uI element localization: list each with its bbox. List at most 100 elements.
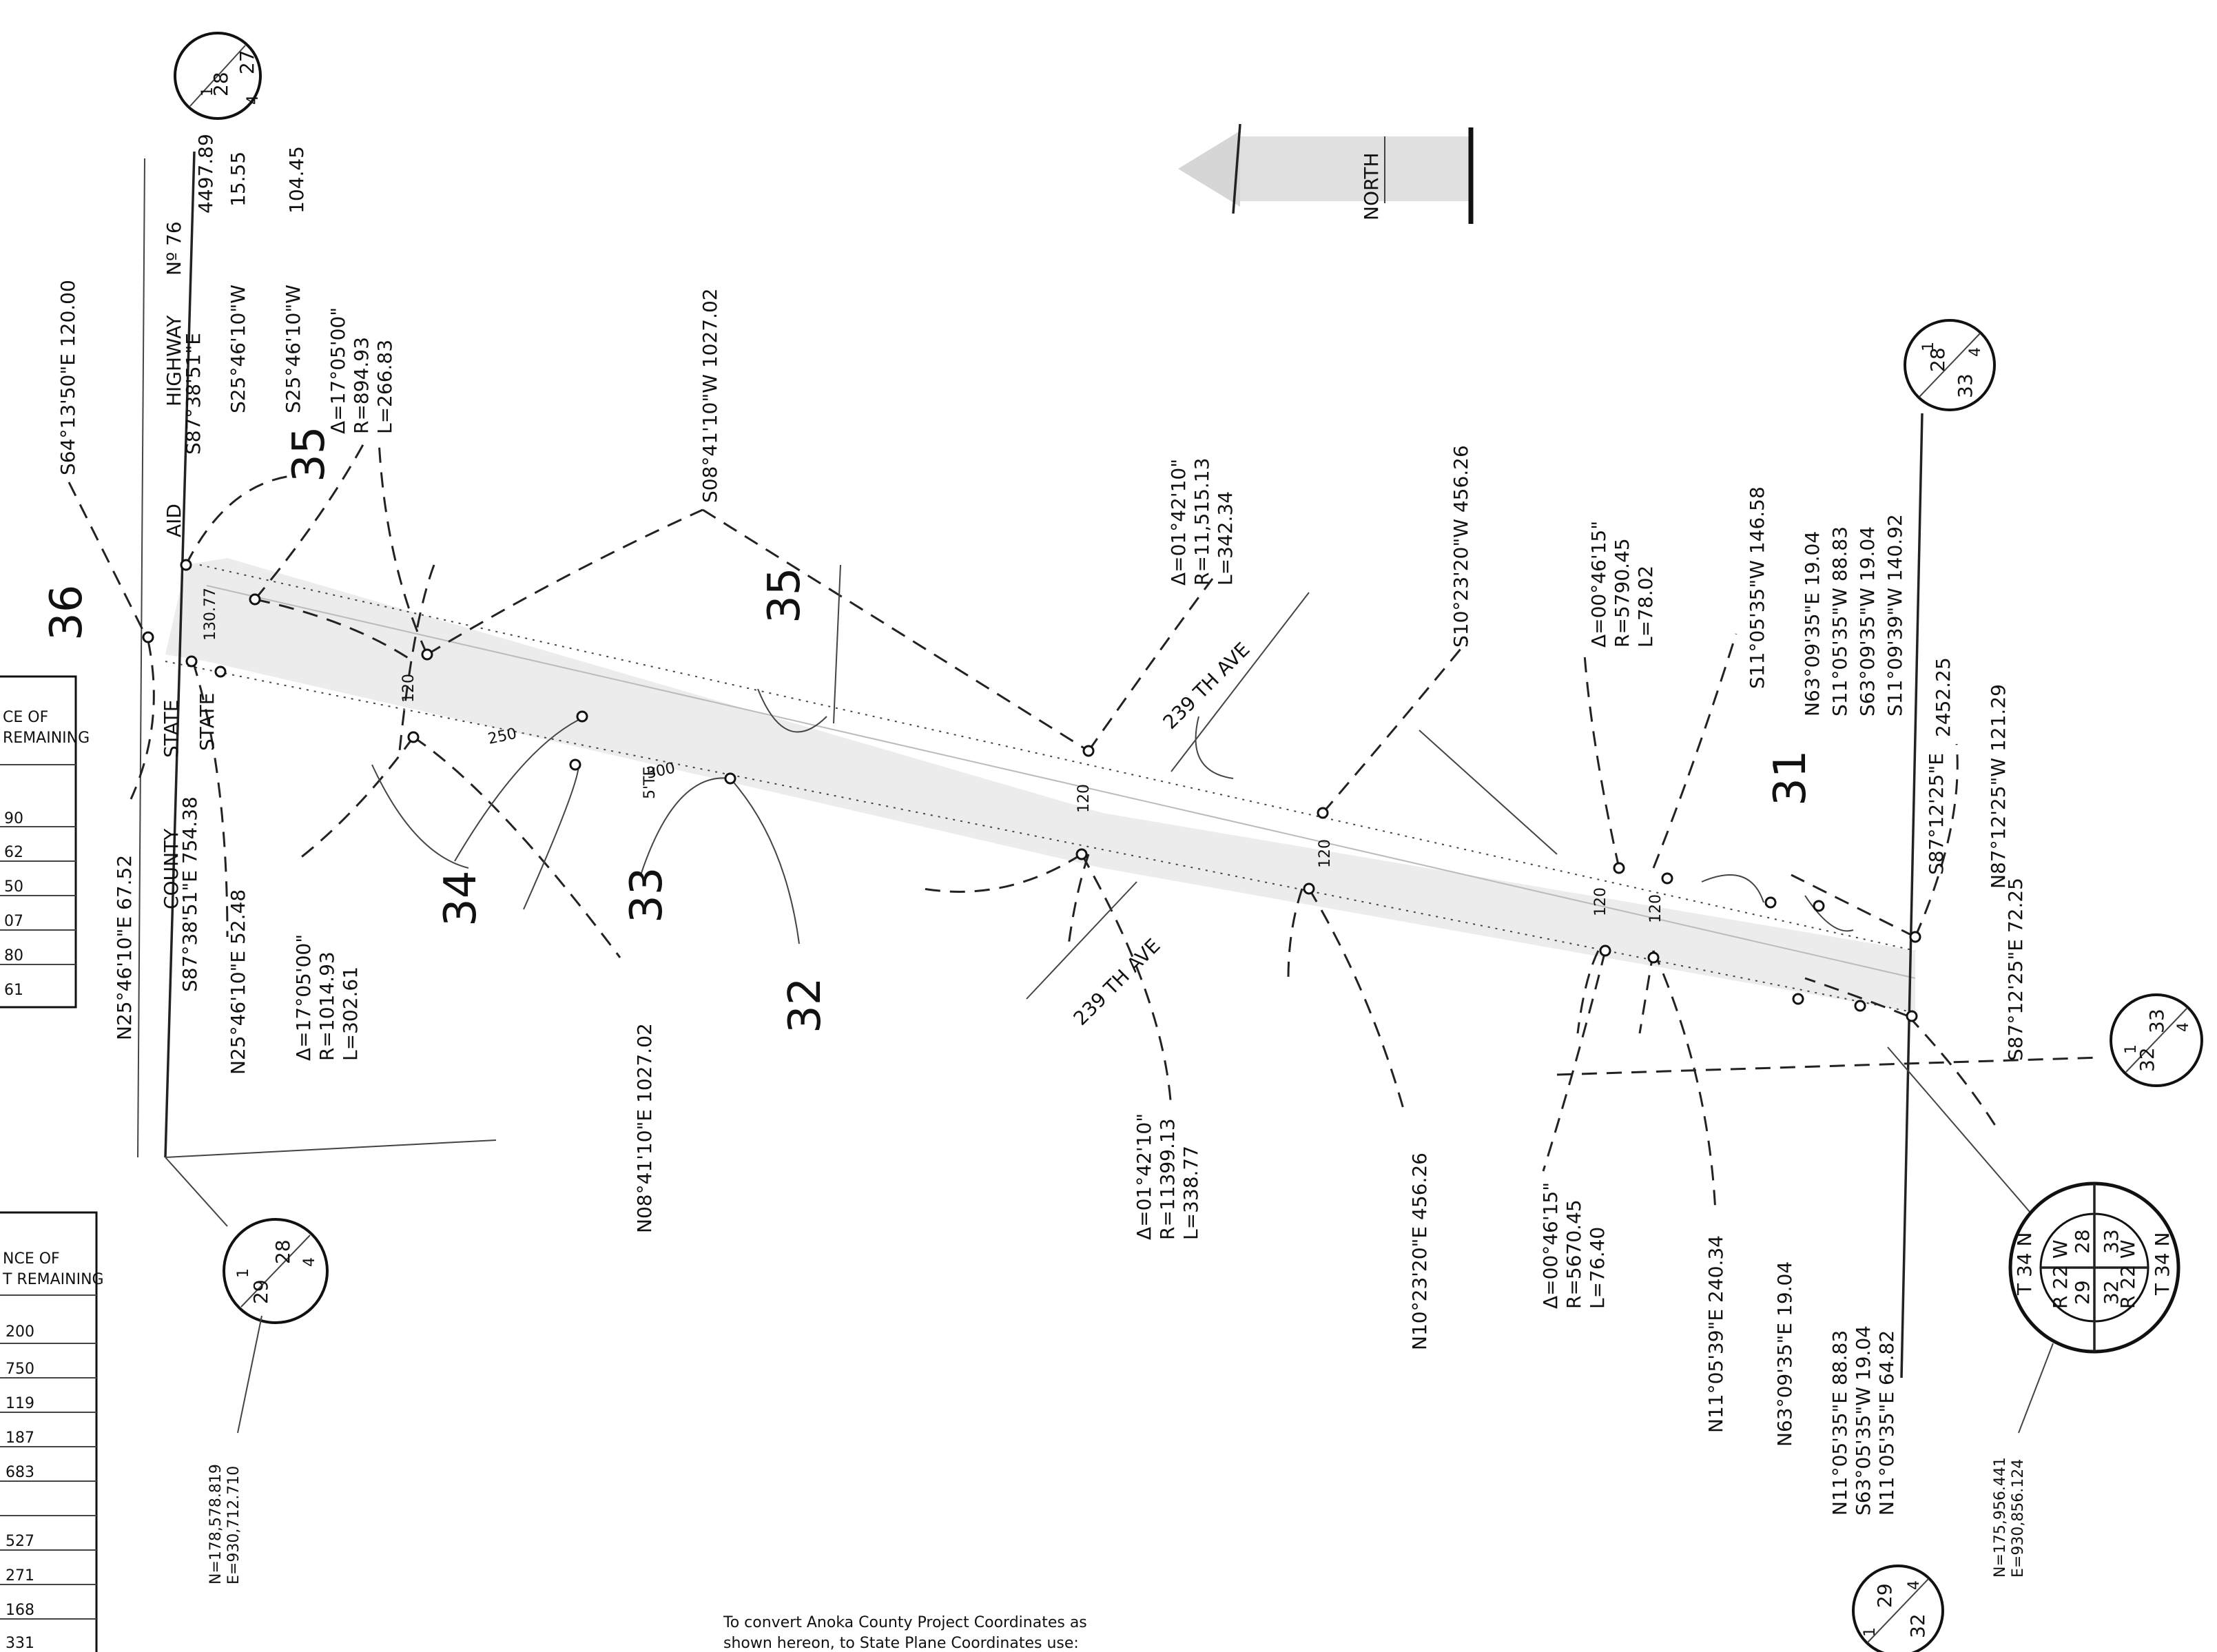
highway-label: HIGHWAY [163,315,185,406]
bearing-label: S11°05'35"W 88.83 [1828,526,1851,716]
corner-d: 4 [245,95,262,105]
table-header: REMAINING [3,730,90,747]
bearing-label: S87°38'51"E [182,333,205,455]
curve-delta: Δ=01°42'10" [1133,1113,1155,1240]
table-cell: 331 [6,1635,34,1652]
state-label: STATE [160,700,183,758]
seal-section: 29 [2071,1280,2094,1305]
footnote-line: To convert Anoka County Project Coordina… [723,1614,1087,1631]
section-lines [137,151,2102,1379]
width-120: 120 [1317,839,1334,868]
corner-d: 4 [1906,1580,1923,1590]
bearing-label: S08°41'10"W 1027.02 [699,288,721,503]
bearing-label: N11°05'35"E 88.83 [1828,1330,1851,1516]
parcel-number: 35 [759,568,810,623]
table-cell: 187 [6,1429,34,1447]
curve-radius: R=5790.45 [1611,538,1633,648]
temp-easement: 5'TE [641,767,659,799]
sweep-arcs [371,564,1854,944]
table-cell: 61 [4,982,23,999]
bearing-label: N87°12'25"W 121.29 [1987,684,2010,889]
corner-d: 4 [1967,347,1984,357]
corner-d: 4 [301,1257,318,1267]
corner-b: 33 [2145,1009,2168,1033]
curve-length: L=266.83 [373,340,396,434]
bearing-label: S11°05'35"W 146.58 [1746,486,1769,689]
parcel-curves [68,440,1999,1213]
parcel-numbers: 36 35 35 34 33 32 31 [41,426,1816,1033]
upper-labels: S64°13'50"E 120.00 S87°38'51"E 4497.89 1… [56,134,2027,1061]
corner-a: 29 [1873,1583,1896,1608]
township-seal: R 22 W R 22 W T 34 N T 34 N 28 33 29 32 [2008,1181,2180,1354]
curve-delta: Δ=01°42'10" [1167,459,1190,586]
bearing-label: S25°46'10"W [227,285,249,413]
county-label: COUNTY [160,828,183,909]
north-arrow: NORTH [1178,123,1474,224]
corner-b: 32 [1906,1613,1929,1638]
corner-marker-right-middle: 32 33 1 4 [2110,993,2203,1087]
parcel-number: 31 [1765,750,1816,806]
bearing-label: N11°05'39"E 240.34 [1704,1235,1727,1433]
station-250: 250 [486,725,518,748]
coord-left-n: N=178,578.819 [207,1464,225,1584]
seal-township-right: T 34 N [2151,1232,2174,1296]
corner-d: 4 [2175,1022,2192,1032]
distance-label: 15.55 [227,152,249,207]
bearing-label: N08°41'10"E 1027.02 [633,1023,656,1233]
footnote-line: shown hereon, to State Plane Coordinates… [723,1635,1079,1652]
corner-c: 1 [2123,1044,2140,1054]
corner-b: 28 [271,1239,294,1264]
corner-marker-right-upper: 28 33 1 4 [1904,319,1996,411]
bearing-label: S87°38'51"E 754.38 [178,796,201,992]
corner-a: 28 [1926,347,1949,372]
state-label: STATE [196,693,218,751]
table-cell: 168 [6,1602,34,1619]
seal-township-left: T 34 N [2013,1232,2036,1296]
table-header: T REMAINING [2,1271,104,1288]
table-cell: 200 [6,1323,34,1341]
curve-radius: R=11,515.13 [1190,458,1213,586]
table-cell: 62 [4,844,23,861]
parcel-number: 32 [780,978,831,1033]
curve-radius: R=11399.13 [1156,1118,1179,1240]
corner-b: 33 [1954,373,1977,398]
lower-labels: N25°46'10"E 67.52 S87°38'51"E 754.38 N25… [113,796,1898,1516]
radius-label: 130.77 [202,588,219,641]
seal-section: 33 [2100,1229,2123,1254]
parcel-number: 34 [435,871,486,927]
curve-length: L=302.61 [339,967,362,1061]
footnote: To convert Anoka County Project Coordina… [723,1614,1087,1652]
avenue-lines [1026,592,1558,1000]
table-cell: 750 [6,1361,34,1378]
corner-marker-bottom-left: 29 28 1 4 [223,1218,329,1324]
distance-label: 4497.89 [194,134,217,214]
corner-c: 1 [199,87,216,96]
bearing-label: S87°12'25"E 72.25 [2004,878,2027,1061]
seal-section: 32 [2100,1280,2123,1305]
curve-delta: Δ=00°46'15" [1539,1182,1562,1309]
bearing-label: N25°46'10"E 67.52 [113,855,136,1040]
corner-marker-top: 28 27 1 4 [174,32,262,120]
bearing-label: S63°05'35"W 19.04 [1852,1325,1875,1516]
parcel-number: 35 [284,426,335,482]
highway-number: Nº 76 [163,221,185,276]
corner-a: 29 [249,1279,272,1304]
width-120: 120 [1592,887,1609,916]
table-cell: 90 [4,810,23,827]
coordinates: N=178,578.819 E=930,712.710 N=175,956.44… [207,1315,2054,1584]
width-120: 120 [1647,894,1664,923]
bearing-label: S10°23'20"W 456.26 [1450,445,1472,648]
table-cell: 07 [4,913,23,930]
corner-c: 1 [1862,1627,1879,1637]
curve-length: L=342.34 [1214,491,1237,586]
bearing-label: N10°23'20"E 456.26 [1408,1153,1431,1350]
bearing-label: S87°12'25"E [1925,753,1948,875]
curve-length: L=76.40 [1586,1227,1609,1309]
curve-radius: R=1014.93 [316,951,338,1061]
table-cell: 119 [6,1395,34,1412]
bearing-label: N25°46'10"E 52.48 [227,889,249,1075]
corner-a: 28 [209,72,232,96]
aid-label: AID [163,504,185,537]
ave-upper: 239 TH AVE [1159,638,1255,734]
